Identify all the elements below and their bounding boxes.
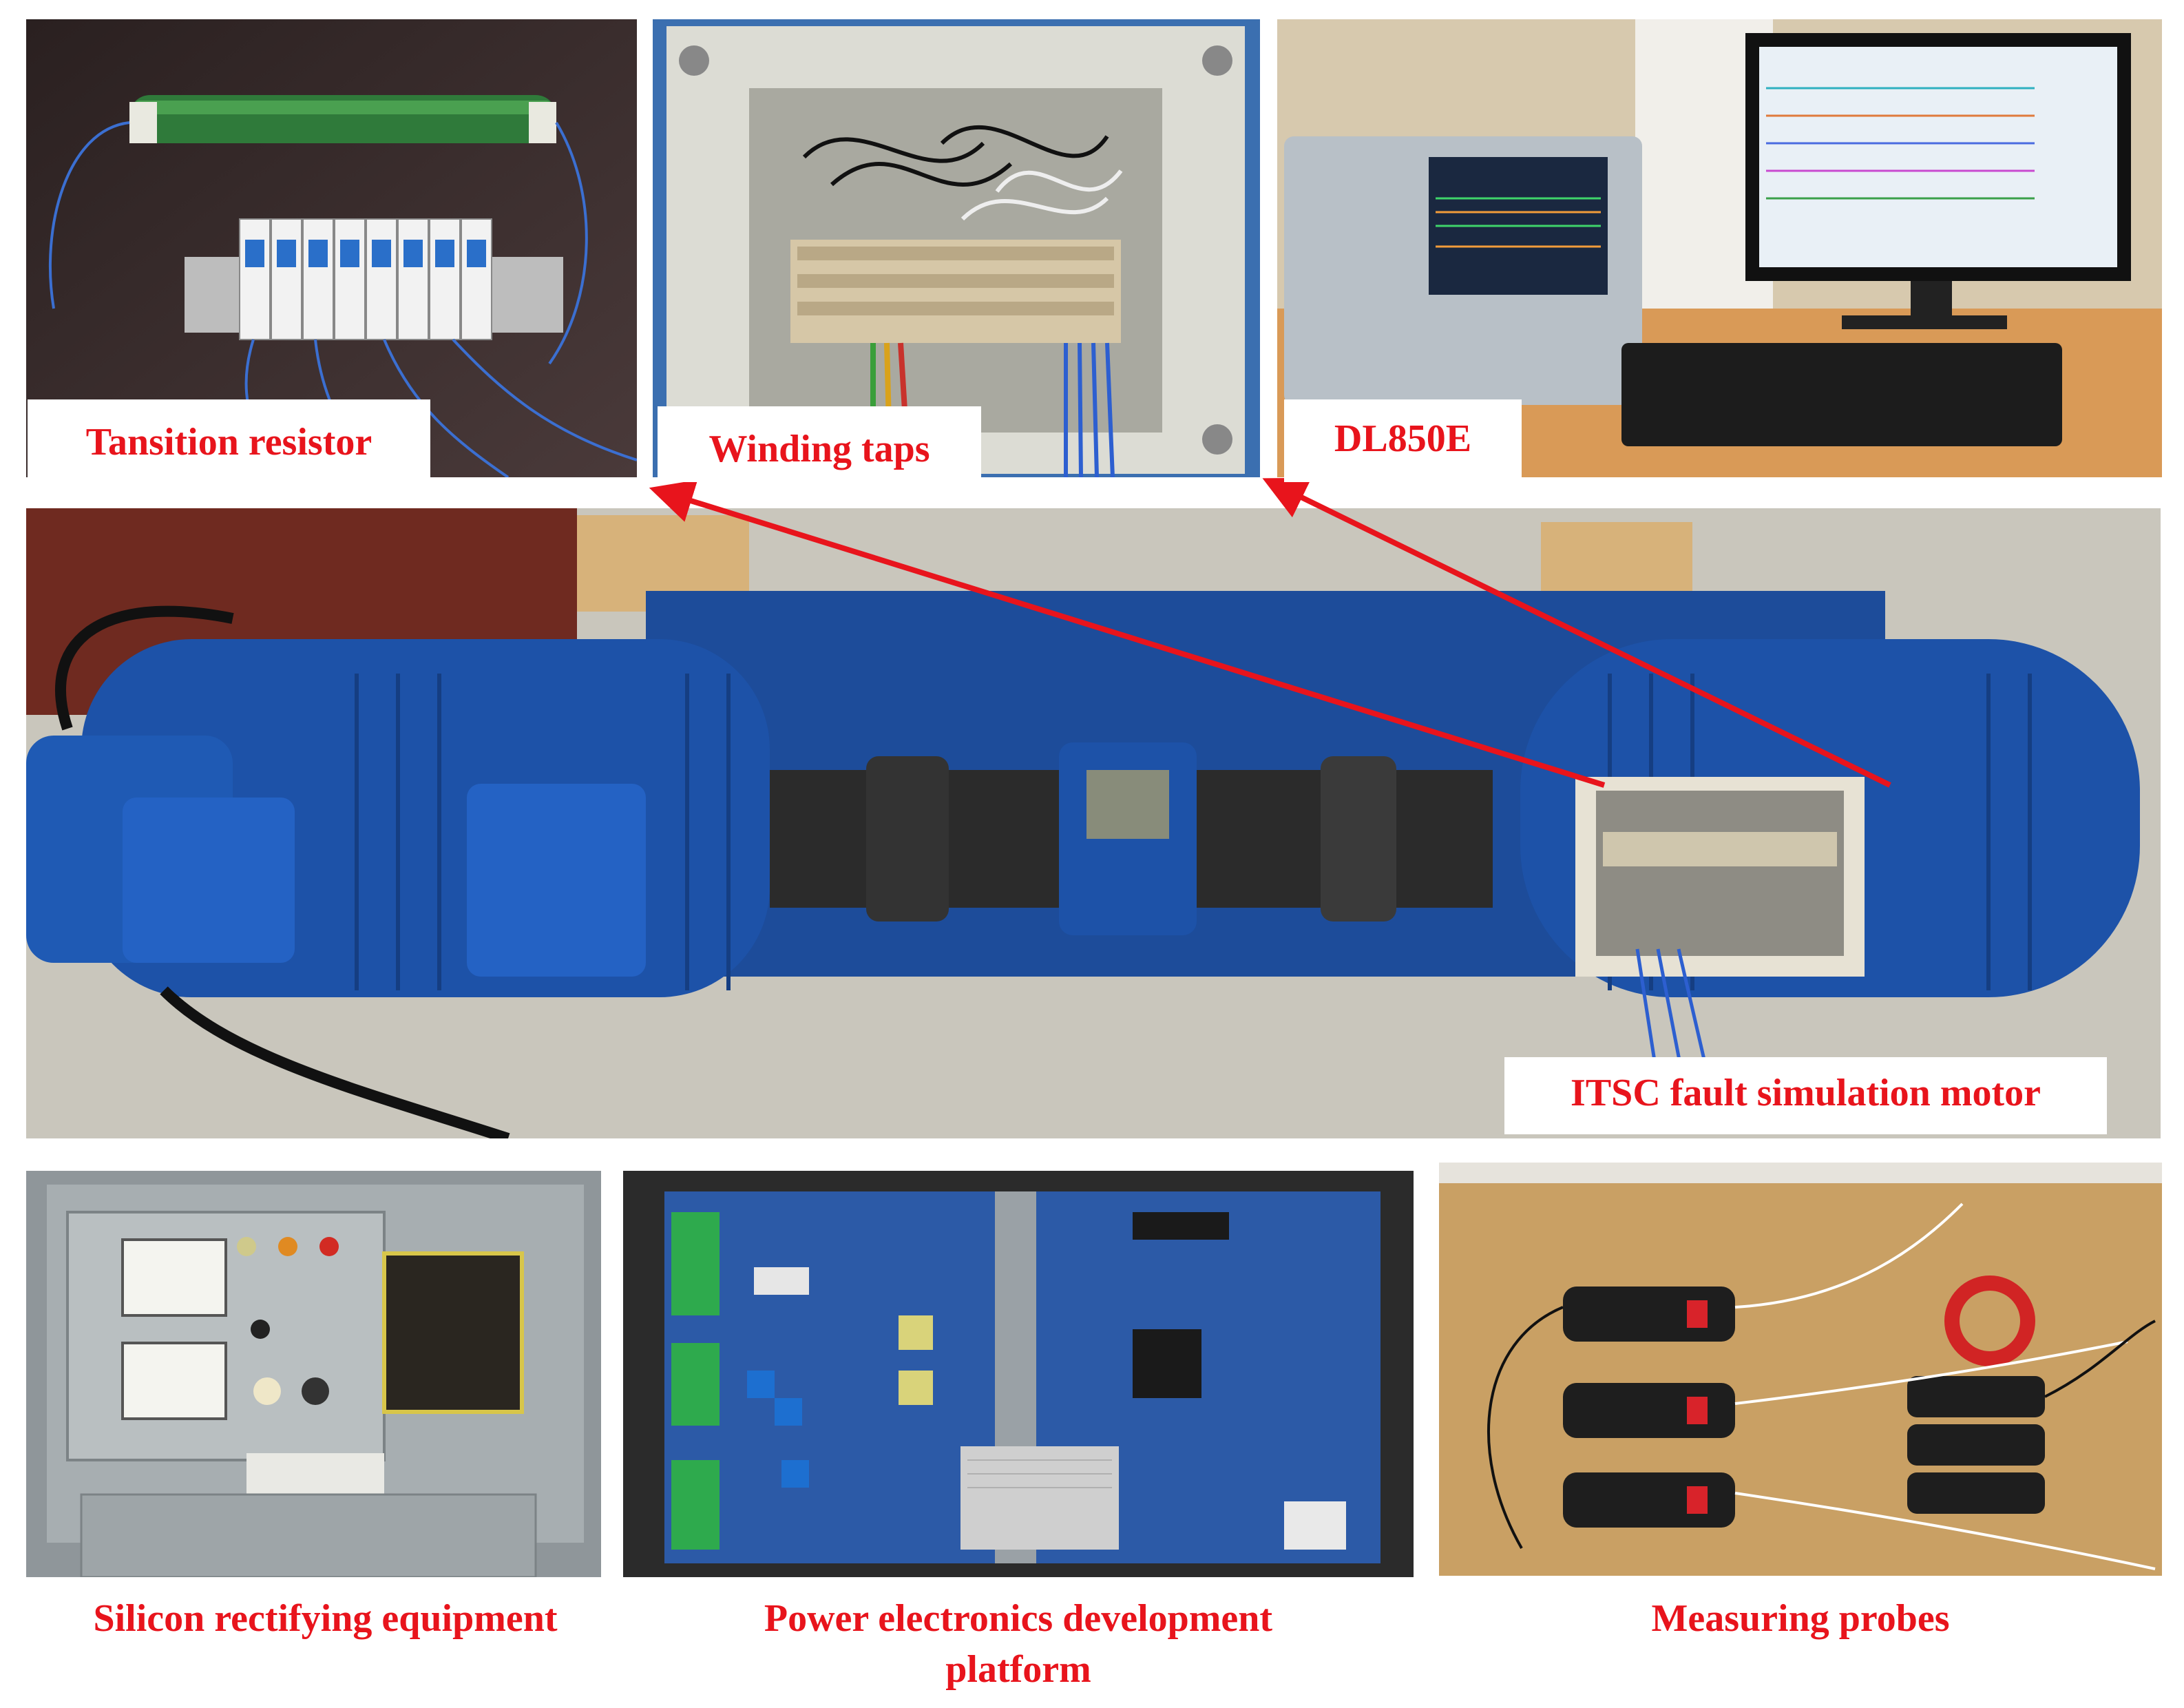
caption-winding-taps: Winding taps (708, 428, 930, 470)
caption-box-motor (1504, 1057, 2107, 1134)
caption-power-electronics-line2: platform (945, 1648, 1091, 1691)
caption-box-winding (658, 406, 981, 482)
power-electronics-photo (623, 1171, 1414, 1577)
itsc-fault-motor-photo (26, 508, 2161, 1138)
caption-dl850e: DL850E (1334, 417, 1472, 460)
measuring-probes-photo (1439, 1163, 2162, 1576)
caption-power-electronics-line1: Power electronics development (764, 1597, 1273, 1640)
winding-taps-photo (653, 19, 1260, 477)
caption-transition-resistor: Tansition resistor (85, 421, 372, 464)
silicon-rectifier-photo (26, 1171, 601, 1577)
caption-box-dl850e (1284, 399, 1522, 482)
caption-itsc-motor: ITSC fault simulation motor (1571, 1072, 2041, 1114)
caption-measuring-probes: Measuring probes (1651, 1597, 1950, 1640)
caption-box-transition (28, 399, 430, 482)
caption-silicon-rectifier: Silicon rectifying equipment (93, 1597, 558, 1640)
